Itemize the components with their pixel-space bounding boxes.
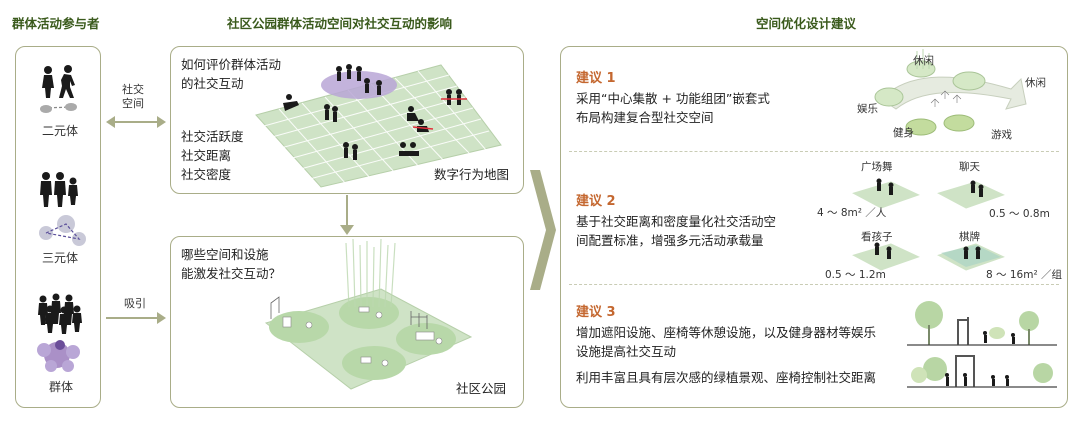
header-suggestions: 空间优化设计建议 [756, 16, 857, 31]
nested-layout-illustration [874, 49, 1027, 136]
double-arrow-icon [106, 116, 166, 128]
park-illustration [264, 238, 473, 390]
metric-activity: 社交活跃度 [181, 129, 244, 144]
evaluation-panel: 如何评价群体活动 的社交互动 社交活跃度 社交距离 社交密度 数字行为地图 [170, 46, 524, 194]
participant-label-triad: 三元体 [42, 251, 79, 265]
suggestions-panel: 建议 1 采用“中心集散 + 功能组团”嵌套式 布局构建复合型社交空间 休闲 休… [560, 46, 1068, 408]
suggestion-1-line-2: 布局构建复合型社交空间 [576, 110, 714, 125]
divider-2 [569, 284, 1059, 285]
park-map-label: 社区公园 [456, 381, 507, 396]
park-panel: 哪些空间和设施 能激发社交互动？ 社区公园 [170, 236, 524, 408]
attract-label: 吸引 [124, 297, 146, 310]
participant-label-group: 群体 [49, 380, 74, 394]
tag-fitness: 健身 [893, 127, 914, 139]
grid-label-chatting: 聊天 [959, 161, 980, 173]
group-icon [37, 293, 82, 372]
header-participants: 群体活动参与者 [12, 16, 100, 31]
chevron-right-icon [530, 170, 556, 290]
right-arrow-icon [106, 312, 166, 324]
metric-distance: 社交距离 [181, 148, 232, 163]
park-question: 哪些空间和设施 能激发社交互动？ [181, 247, 282, 281]
behavior-map-label: 数字行为地图 [434, 167, 510, 182]
suggestion-1-title: 建议 1 [576, 71, 616, 86]
tag-leisure-2: 休闲 [1025, 77, 1046, 89]
suggestion-2-line-1: 基于社交距离和密度量化社交活动空 [576, 214, 777, 229]
behavior-map-grid [255, 64, 502, 188]
measure-chatting: 0.5 ～ 0.8m [989, 208, 1050, 220]
tag-entertainment: 娱乐 [857, 103, 878, 115]
suggestion-3-title: 建议 3 [576, 305, 616, 320]
suggestion-2-title: 建议 2 [576, 194, 616, 209]
tag-leisure-1: 休闲 [913, 55, 934, 67]
measure-chess: 8 ～ 16m² ／组 [986, 269, 1062, 281]
participants-panel: 二元体 三元体 群体 [15, 46, 101, 408]
suggestion-3-line-3: 利用丰富且具有层次感的绿植景观、座椅控制社交距离 [576, 370, 877, 385]
grid-label-square-dance: 广场舞 [861, 161, 893, 173]
activity-grids-illustration [849, 178, 1008, 272]
dyad-icon [40, 65, 77, 113]
tag-games: 游戏 [991, 129, 1012, 141]
social-space-label: 社交 空间 [122, 83, 144, 110]
suggestion-2-line-2: 间配置标准，增强多元活动承载量 [576, 233, 764, 248]
evaluation-question: 如何评价群体活动 的社交互动 [181, 57, 282, 91]
metric-density: 社交密度 [181, 167, 232, 182]
grid-label-childcare: 看孩子 [861, 231, 893, 243]
down-arrow-icon [340, 195, 354, 235]
measure-square-dance: 4 ～ 8m² ／人 [817, 207, 887, 219]
triad-icon [39, 172, 86, 246]
divider-1 [569, 151, 1059, 152]
participant-label-dyad: 二元体 [42, 124, 79, 138]
grid-label-chess: 棋牌 [959, 231, 980, 243]
landscape-illustration [907, 301, 1057, 388]
suggestion-1-line-1: 采用“中心集散 + 功能组团”嵌套式 [576, 91, 770, 106]
header-impact: 社区公园群体活动空间对社交互动的影响 [227, 16, 453, 31]
suggestion-3-line-1: 增加遮阳设施、座椅等休憩设施，以及健身器材等娱乐 [576, 325, 877, 340]
suggestion-3-line-2: 设施提高社交互动 [576, 344, 677, 359]
measure-childcare: 0.5 ～ 1.2m [825, 269, 886, 281]
